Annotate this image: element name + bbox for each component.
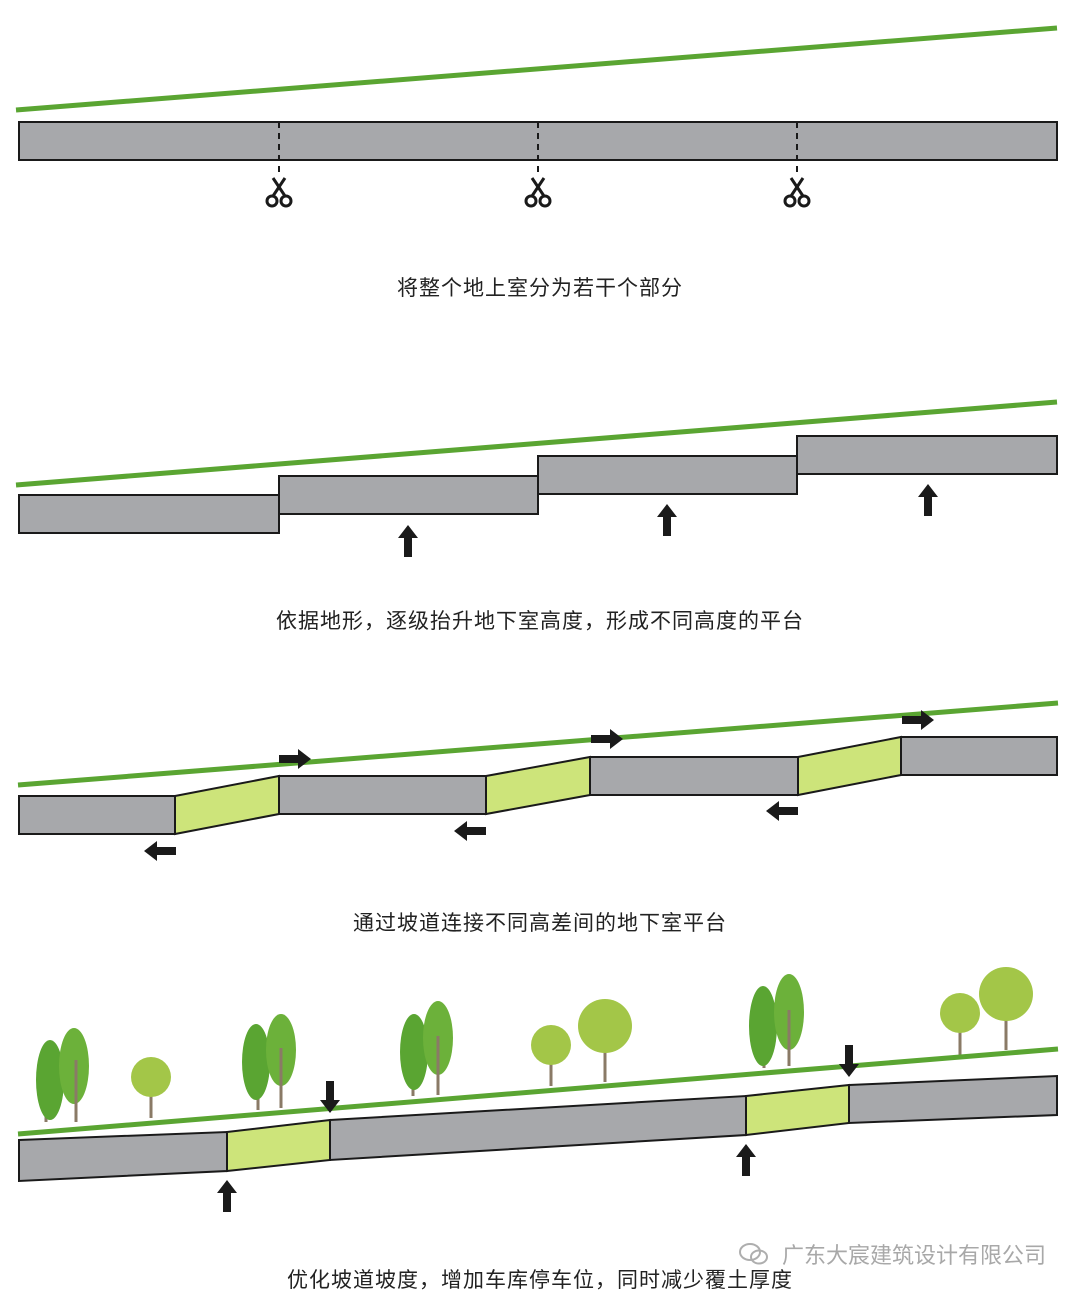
panel-4	[17, 967, 1059, 1212]
panel-1	[15, 25, 1058, 208]
panel-2	[15, 399, 1058, 557]
arrow-up-icon	[918, 484, 938, 516]
ramp	[226, 1118, 331, 1173]
arrow-down-icon	[839, 1045, 859, 1077]
ramp	[485, 755, 591, 816]
arrow-up-icon	[657, 504, 677, 536]
tree-icon	[531, 1025, 571, 1086]
arrow-left-icon	[144, 841, 176, 861]
ramp	[745, 1083, 850, 1137]
arrow-up-icon	[217, 1180, 237, 1212]
basement-slab	[18, 1130, 228, 1183]
panel-1-caption: 将整个地上室分为若干个部分	[397, 276, 683, 300]
scissors-icon	[524, 176, 552, 208]
basement-platform	[18, 795, 176, 835]
arrow-up-icon	[736, 1144, 756, 1176]
tree-icon	[36, 1028, 89, 1122]
arrow-left-icon	[766, 801, 798, 821]
scissors-icon	[783, 176, 811, 208]
tree-icon	[242, 1014, 296, 1110]
basement-platform	[589, 756, 799, 796]
tree-icon	[940, 993, 980, 1056]
arrow-right-icon	[591, 729, 623, 749]
scissors-icon	[265, 176, 293, 208]
panel-4-caption: 优化坡道坡度，增加车库停车位，同时减少覆土厚度	[287, 1268, 793, 1292]
ground-line	[17, 1046, 1059, 1137]
wechat-icon	[738, 1242, 769, 1272]
panel-3-caption: 通过坡道连接不同高差间的地下室平台	[353, 911, 727, 935]
ground-line	[15, 25, 1058, 113]
basement-platform	[278, 475, 539, 515]
tree-icon	[400, 1001, 453, 1096]
panel-2-caption: 依据地形，逐级抬升地下室高度，形成不同高度的平台	[276, 609, 804, 633]
tree-icon	[131, 1057, 171, 1118]
ground-line	[15, 399, 1058, 488]
ground-line	[17, 700, 1059, 788]
basement-platform	[537, 455, 798, 495]
arrow-up-icon	[398, 525, 418, 557]
basement-slab	[848, 1074, 1058, 1125]
ramp	[174, 774, 280, 836]
basement-slab	[18, 121, 1058, 161]
basement-platform	[796, 435, 1058, 475]
tree-icon	[578, 999, 632, 1082]
ramp	[797, 735, 902, 797]
basement-platform	[278, 775, 487, 815]
basement-platform	[900, 736, 1058, 776]
arrow-left-icon	[454, 821, 486, 841]
panel-3	[17, 700, 1059, 861]
basement-platform	[18, 494, 280, 534]
watermark-text: 广东大宸建筑设计有限公司	[781, 1244, 1046, 1269]
tree-icon	[979, 967, 1033, 1050]
tree-icon	[749, 974, 804, 1068]
watermark: 广东大宸建筑设计有限公司	[738, 1238, 1046, 1272]
